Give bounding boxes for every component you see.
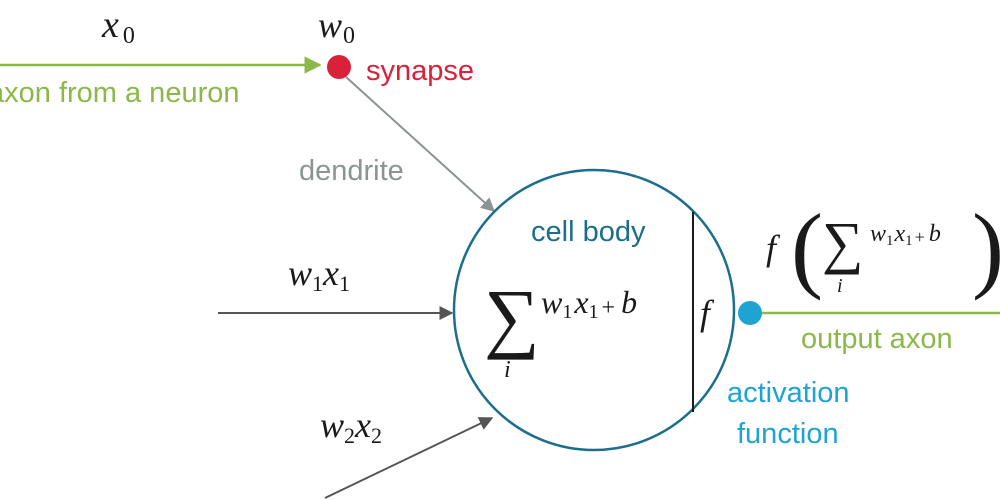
output-f: f (766, 228, 781, 268)
f-inside-label: f (700, 293, 715, 333)
output-axon-label: output axon (801, 323, 953, 355)
activation-label-line2: function (737, 418, 839, 450)
synapse-label: synapse (366, 55, 474, 87)
output-sum-index: i (837, 275, 843, 297)
input-arrow-2 (324, 417, 494, 499)
sum-expression: w1x1+b (541, 284, 637, 323)
output-dot (738, 301, 762, 325)
sum-index: i (504, 357, 511, 383)
output-sum-expression: w1x1+b (870, 221, 941, 249)
w1x1-label: w1x1 (288, 253, 350, 296)
dendrite-label: dendrite (299, 155, 404, 187)
output-paren-close: ) (972, 194, 1000, 301)
w0-label: w0 (318, 5, 355, 49)
synapse-dot (327, 55, 351, 79)
cell-body-label: cell body (531, 216, 646, 248)
w2x2-label: w2x2 (320, 405, 382, 448)
activation-label-line1: activation (727, 377, 850, 409)
output-sum-symbol: ∑ (822, 210, 863, 275)
output-paren-open: ( (791, 194, 823, 301)
sum-symbol: ∑ (484, 273, 540, 360)
axon-from-neuron-label: axon from a neuron (0, 77, 239, 109)
cell-body-circle (452, 168, 736, 452)
dendrite-arrow (345, 76, 496, 212)
